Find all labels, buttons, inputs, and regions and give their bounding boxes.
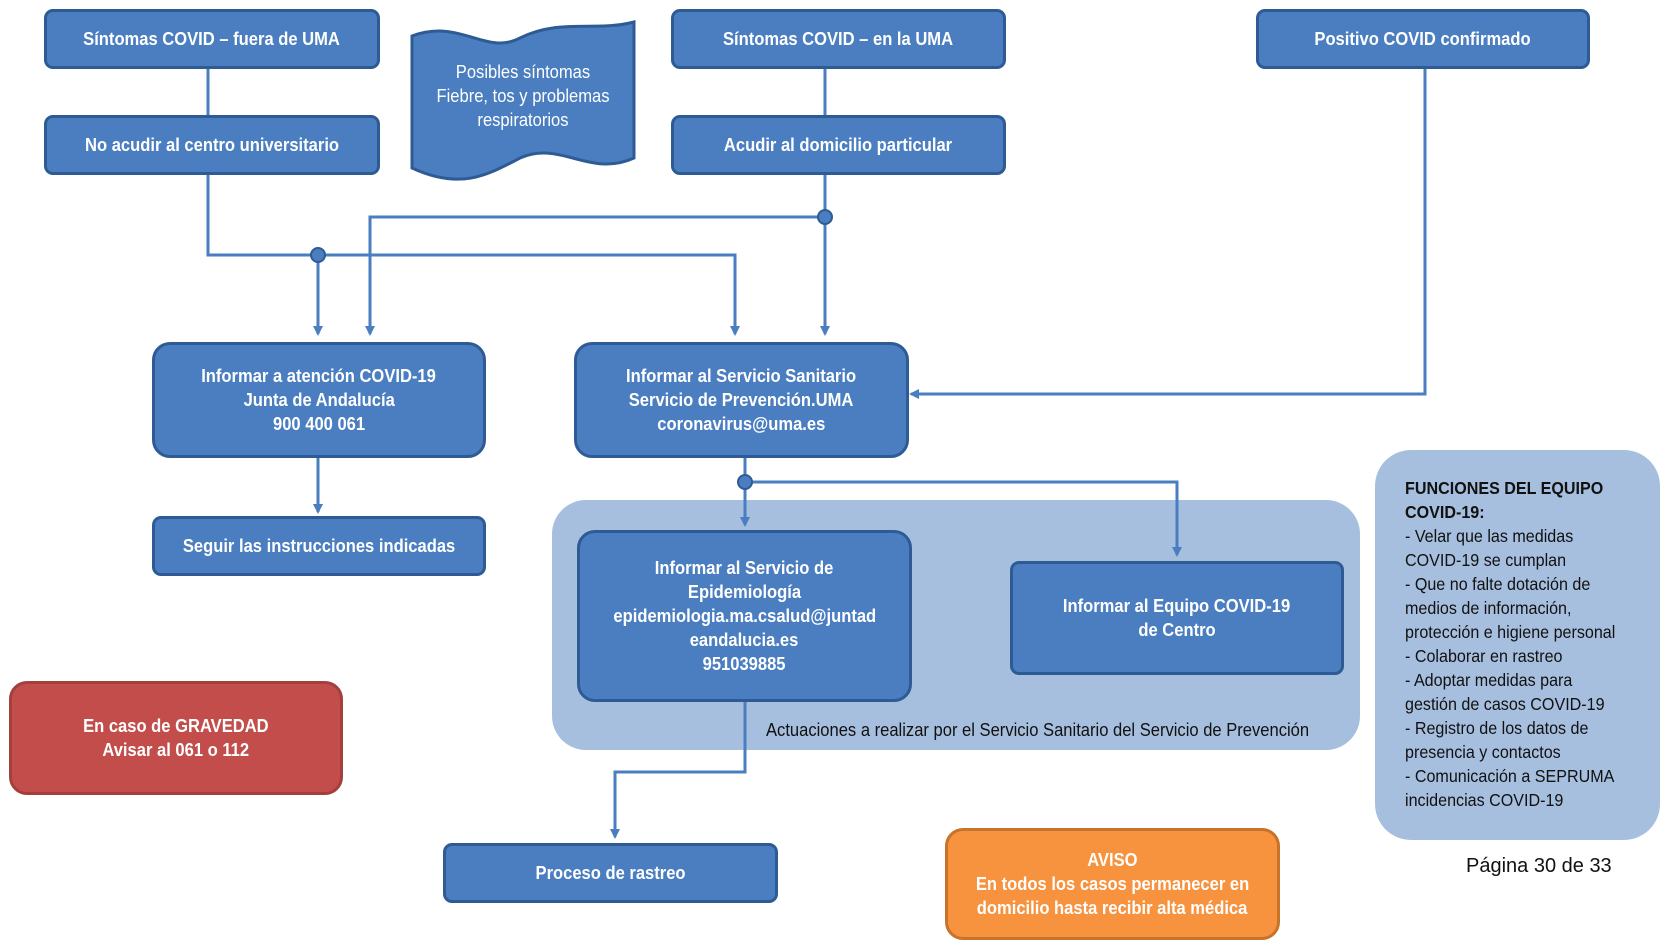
node-tracing: Proceso de rastreo (443, 843, 778, 903)
node-follow-label: Seguir las instrucciones indicadas (182, 536, 456, 556)
node-junta-line-3: 900 400 061 (272, 414, 366, 434)
node-junta-line-2: Junta de Andalucía (243, 390, 395, 410)
functions-heading-line-1: FUNCIONES DEL EQUIPO (1405, 478, 1604, 498)
node-team: Informar al Equipo COVID-19 de Centro (1010, 561, 1344, 675)
node-covid-outside: Síntomas COVID – fuera de UMA (44, 9, 380, 69)
node-notice: AVISO En todos los casos permanecer en d… (945, 828, 1280, 940)
node-covid-inside-label: Síntomas COVID – en la UMA (723, 29, 954, 49)
symptoms-line-2: Fiebre, tos y problemas (436, 86, 610, 106)
page-number: Página 30 de 33 (1466, 855, 1612, 877)
node-epi-line-4: eandalucia.es (690, 630, 799, 650)
node-epidemiology: Informar al Servicio de Epidemiología ep… (577, 530, 912, 702)
symptoms-line-3: respiratorios (477, 110, 569, 130)
node-go-home-label: Acudir al domicilio particular (724, 135, 953, 155)
node-follow: Seguir las instrucciones indicadas (152, 516, 486, 576)
symptoms-line-1: Posibles síntomas (455, 62, 591, 82)
node-notice-line-3: domicilio hasta recibir alta médica (977, 898, 1248, 918)
node-positive: Positivo COVID confirmado (1256, 9, 1590, 69)
node-epi-line-3: epidemiologia.ma.csalud@juntad (613, 606, 876, 626)
arrow-home-to-junta (365, 215, 825, 336)
node-severity-line-1: En caso de GRAVEDAD (83, 716, 269, 736)
node-no-attend-label: No acudir al centro universitario (84, 135, 339, 155)
functions-line: COVID-19 se cumplan (1405, 550, 1567, 570)
node-go-home: Acudir al domicilio particular (671, 115, 1006, 175)
functions-line: - Que no falte dotación de (1405, 574, 1591, 594)
symptoms-document-text: Posibles síntomas Fiebre, tos y problema… (412, 60, 634, 132)
functions-line: - Registro de los datos de (1405, 718, 1589, 738)
functions-line: - Comunicación a SEPRUMA (1405, 766, 1615, 786)
functions-line: - Colaborar en rastreo (1405, 646, 1563, 666)
region-caption: Actuaciones a realizar por el Servicio S… (766, 720, 1310, 740)
node-tracing-label: Proceso de rastreo (535, 863, 686, 883)
functions-line: protección e higiene personal (1405, 622, 1616, 642)
line-noattend-to-junction (206, 175, 318, 257)
junction-dot-left (310, 247, 326, 263)
node-covid-outside-label: Síntomas COVID – fuera de UMA (83, 29, 341, 49)
node-positive-label: Positivo COVID confirmado (1314, 29, 1532, 49)
node-team-line-2: de Centro (1138, 620, 1216, 640)
functions-line: - Velar que las medidas (1405, 526, 1574, 546)
node-notice-line-1: AVISO (1087, 850, 1138, 870)
node-team-line-1: Informar al Equipo COVID-19 (1063, 596, 1291, 616)
functions-heading-line-2: COVID-19: (1405, 502, 1485, 522)
arrow-junction-to-uma (318, 253, 740, 336)
functions-line: presencia y contactos (1405, 742, 1561, 762)
functions-line: gestión de casos COVID-19 (1405, 694, 1605, 714)
node-uma-health: Informar al Servicio Sanitario Servicio … (574, 342, 909, 458)
node-uma-line-3: coronavirus@uma.es (657, 414, 826, 434)
node-epi-line-1: Informar al Servicio de (655, 558, 834, 578)
node-severity-line-2: Avisar al 061 o 112 (102, 740, 250, 760)
node-notice-line-2: En todos los casos permanecer en (975, 874, 1250, 894)
node-covid-inside: Síntomas COVID – en la UMA (671, 9, 1006, 69)
node-epi-line-5: 951039885 (703, 654, 786, 674)
junction-dot-bottom (737, 474, 753, 490)
functions-line: - Adoptar medidas para (1405, 670, 1573, 690)
node-uma-line-1: Informar al Servicio Sanitario (626, 366, 857, 386)
node-severity: En caso de GRAVEDAD Avisar al 061 o 112 (9, 681, 343, 795)
node-uma-line-2: Servicio de Prevención.UMA (629, 390, 854, 410)
junction-dot-right (817, 209, 833, 225)
team-functions-panel: FUNCIONES DEL EQUIPO COVID-19: - Velar q… (1375, 450, 1660, 840)
node-junta-line-1: Informar a atención COVID-19 (201, 366, 437, 386)
functions-line: incidencias COVID-19 (1405, 790, 1564, 810)
functions-line: medios de información, (1405, 598, 1572, 618)
node-epi-line-2: Epidemiología (687, 582, 802, 602)
node-no-attend: No acudir al centro universitario (44, 115, 380, 175)
node-junta: Informar a atención COVID-19 Junta de An… (152, 342, 486, 458)
